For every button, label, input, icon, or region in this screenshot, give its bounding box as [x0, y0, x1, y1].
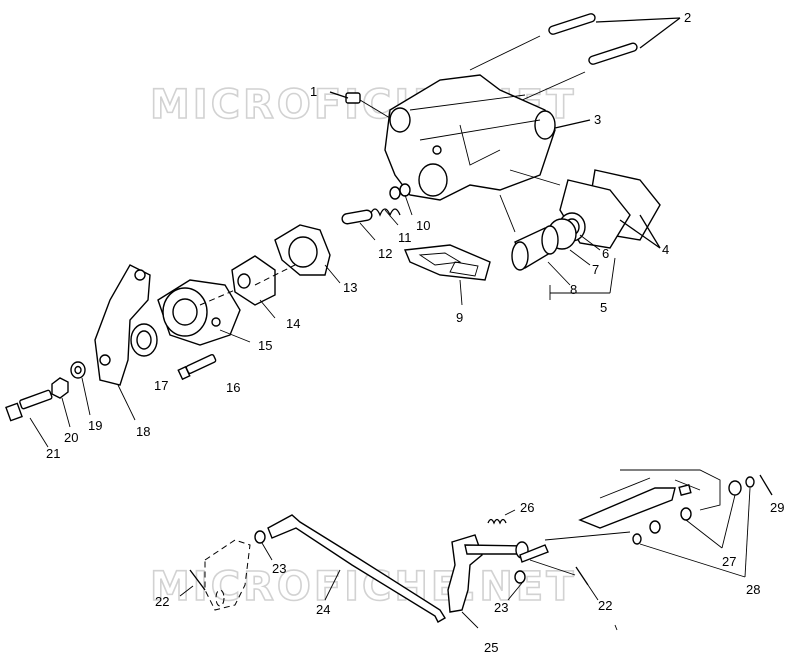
linkage-rod-part-24: [267, 514, 446, 623]
callout-27: 27: [722, 554, 736, 569]
caliper-body-part-3: [384, 74, 591, 201]
callout-13: 13: [343, 280, 357, 295]
callout-26: 26: [520, 500, 534, 515]
callout-21: 21: [46, 446, 60, 461]
callout-4: 4: [662, 242, 669, 257]
callout-1: 1: [310, 84, 317, 99]
callout-22-right: 22: [598, 598, 612, 613]
callout-5: 5: [600, 300, 607, 315]
callout-6: 6: [602, 246, 609, 261]
gasket-part-13: [274, 224, 341, 284]
callout-7: 7: [592, 262, 599, 277]
callout-10: 10: [416, 218, 430, 233]
callout-11: 11: [398, 230, 412, 245]
callout-8: 8: [570, 282, 577, 297]
callout-15: 15: [258, 338, 272, 353]
linkage-bracket-outline: [204, 539, 251, 611]
callout-23-right: 23: [494, 600, 508, 615]
callout-14: 14: [286, 316, 300, 331]
callout-17: 17: [154, 378, 168, 393]
callout-25: 25: [484, 640, 498, 655]
brake-pedal-part-25: [447, 534, 549, 629]
callout-24: 24: [316, 602, 330, 617]
screw-part-16: [177, 353, 217, 381]
footrest-assembly: [578, 469, 721, 529]
bracket-part-18: [94, 264, 151, 421]
pad-clip-part-9: [403, 244, 491, 306]
callout-22-left: 22: [155, 594, 169, 609]
cotter-pin-right: [575, 566, 599, 601]
washer-part-17: [130, 323, 158, 357]
piston-group: [499, 194, 616, 300]
spring-part-26: [487, 509, 516, 525]
washer-left: [254, 530, 273, 561]
bolt-nut-washer: [5, 361, 91, 448]
callout-23-left: 23: [272, 561, 286, 576]
cotter-pin-left: [179, 569, 206, 597]
callout-19: 19: [88, 418, 102, 433]
callout-2: 2: [684, 10, 691, 25]
callout-28: 28: [746, 582, 760, 597]
lines-part-28: [639, 487, 751, 578]
callout-9: 9: [456, 310, 463, 325]
callout-12: 12: [378, 246, 392, 261]
cam-part-14: [231, 255, 276, 319]
callout-29: 29: [770, 500, 784, 515]
callout-16: 16: [226, 380, 240, 395]
spring-and-pin: [341, 183, 413, 241]
washers-part-27: [632, 476, 755, 549]
bleed-screw-part-1: [329, 91, 391, 119]
washer-right: [507, 570, 526, 601]
callout-18: 18: [136, 424, 150, 439]
callout-20: 20: [64, 430, 78, 445]
cotter-pin-part-29: [759, 474, 773, 496]
callout-3: 3: [594, 112, 601, 127]
